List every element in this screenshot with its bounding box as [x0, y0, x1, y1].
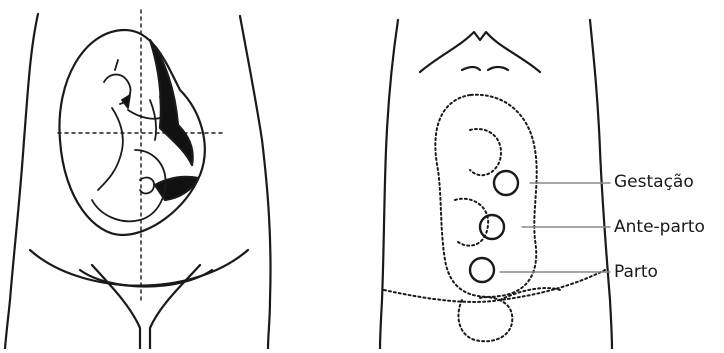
label-gestacao: Gestação	[614, 172, 694, 192]
crosshair	[58, 10, 226, 300]
marker-anteparto	[480, 215, 504, 239]
left-torso-outline	[5, 14, 271, 349]
marker-gestacao	[494, 171, 518, 195]
label-anteparto: Ante-parto	[614, 217, 705, 237]
label-parto: Parto	[614, 262, 658, 282]
marker-parto	[470, 258, 494, 282]
leader-lines	[500, 183, 610, 272]
fetus	[92, 60, 166, 221]
organ-outlines	[384, 95, 605, 342]
position-markers	[470, 171, 518, 282]
